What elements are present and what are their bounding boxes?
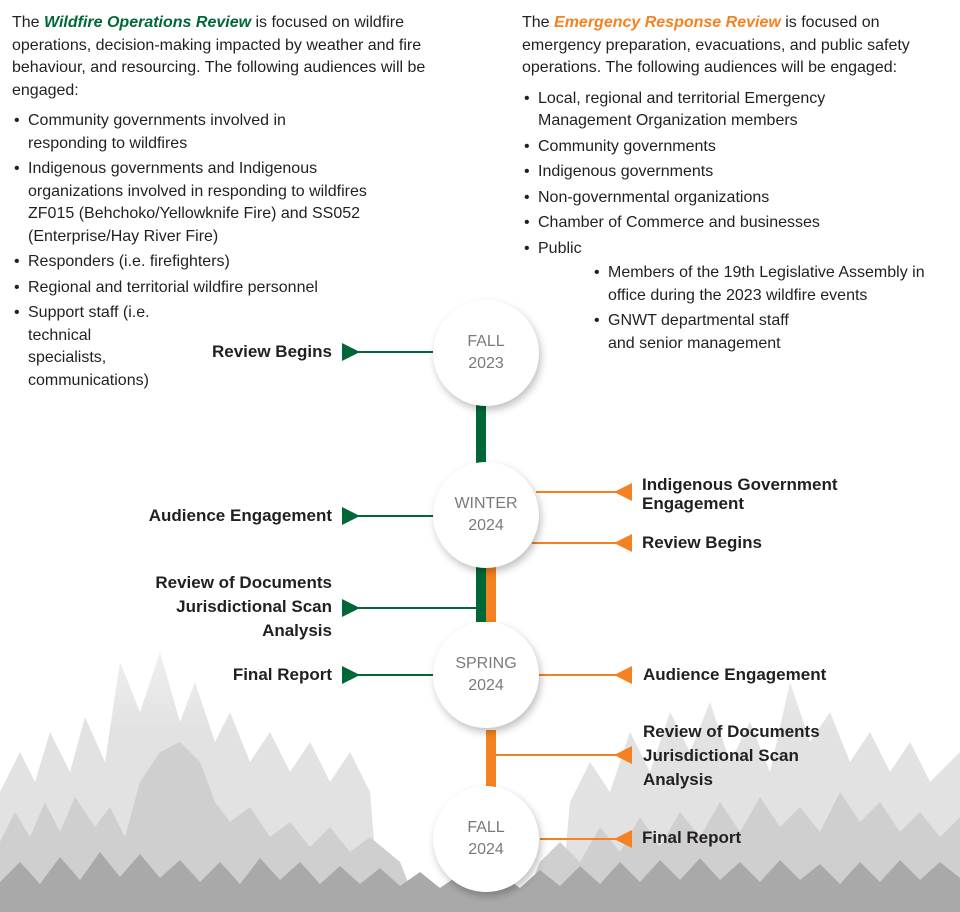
audience-item: Community governments involved in respon… [12, 110, 318, 155]
wildfire-operations-review-section: The Wildfire Operations Review is focuse… [12, 12, 472, 395]
emergency-event-review-begins: Review Begins [642, 533, 762, 552]
arrow-left-icon [614, 534, 632, 552]
arrow-left-icon [614, 746, 632, 764]
milestone-year: 2023 [468, 355, 504, 372]
wildfire-connector [358, 515, 436, 517]
wildfire-connector [358, 674, 436, 676]
audience-item: Indigenous governments and Indigenous or… [12, 158, 398, 248]
milestone-year: 2024 [468, 841, 504, 858]
arrow-right-icon [342, 507, 360, 525]
emergency-event-final-report: Final Report [642, 828, 742, 847]
audience-item: Indigenous governments [522, 161, 952, 184]
wildfire-review-title: Wildfire Operations Review [44, 14, 252, 31]
wildfire-connector [358, 607, 478, 609]
wildfire-connector [358, 351, 436, 353]
arrow-right-icon [342, 343, 360, 361]
public-label: Public [538, 239, 582, 257]
emergency-response-review-section: The Emergency Response Review is focused… [522, 12, 952, 358]
wildfire-review-intro: The Wildfire Operations Review is focuse… [12, 12, 472, 102]
intro-prefix: The [12, 14, 45, 31]
timeline-bar-emergency [486, 730, 496, 790]
public-sub-item: Members of the 19th Legislative Assembly… [592, 262, 938, 307]
wildfire-event-final-report: Final Report [232, 665, 332, 684]
wildfire-event-review-of-documents: Review of Documents Jurisdictional Scan … [155, 573, 332, 640]
milestone-season: FALL [467, 333, 505, 350]
wildfire-event-review-begins: Review Begins [212, 342, 332, 361]
milestone-season: FALL [467, 819, 505, 836]
emergency-review-intro: The Emergency Response Review is focused… [522, 12, 952, 80]
emergency-event-review-of-documents: Review of Documents Jurisdictional Scan … [643, 722, 820, 789]
timeline-bar-emergency [486, 566, 496, 622]
public-sub-item: GNWT departmental staff and senior manag… [592, 310, 808, 355]
milestone-fall-2024: FALL 2024 [433, 786, 539, 892]
audience-item: Chamber of Commerce and businesses [522, 212, 952, 235]
milestone-spring-2024: SPRING 2024 [433, 622, 539, 728]
emergency-event-indigenous-government-engagement: Indigenous Government Engagement [642, 475, 838, 513]
emergency-connector [536, 674, 616, 676]
audience-item: Non-governmental organizations [522, 187, 952, 210]
intro-prefix: The [522, 14, 555, 31]
audience-item: Support staff (i.e. technical specialist… [12, 302, 168, 392]
audience-item: Regional and territorial wildfire person… [12, 277, 472, 300]
audience-item: Community governments [522, 136, 952, 159]
emergency-event-audience-engagement: Audience Engagement [643, 665, 827, 684]
intro-suffix: is focused on wildfire operations, decis… [12, 14, 426, 99]
milestone-year: 2024 [468, 677, 504, 694]
emergency-connector [532, 542, 616, 544]
audience-item: Responders (i.e. firefighters) [12, 251, 472, 274]
arrow-left-icon [614, 483, 632, 501]
emergency-connector [536, 491, 616, 493]
emergency-connector [494, 754, 616, 756]
milestone-year: 2024 [468, 517, 504, 534]
arrow-left-icon [614, 666, 632, 684]
audience-item-public: Public Members of the 19th Legislative A… [522, 238, 952, 356]
milestone-winter-2024: WINTER 2024 [433, 462, 539, 568]
intro-suffix: is focused on emergency preparation, eva… [522, 14, 910, 76]
wildfire-audience-list: Community governments involved in respon… [12, 110, 472, 392]
arrow-right-icon [342, 599, 360, 617]
emergency-connector [540, 838, 616, 840]
wildfire-event-audience-engagement: Audience Engagement [148, 506, 332, 525]
emergency-audience-list: Local, regional and territorial Emergenc… [522, 88, 952, 356]
arrow-right-icon [342, 666, 360, 684]
audience-item: Local, regional and territorial Emergenc… [522, 88, 858, 133]
emergency-review-title: Emergency Response Review [554, 14, 781, 31]
milestone-season: SPRING [455, 655, 517, 672]
milestone-season: WINTER [454, 495, 518, 512]
public-sub-list: Members of the 19th Legislative Assembly… [538, 262, 952, 355]
arrow-left-icon [614, 830, 632, 848]
